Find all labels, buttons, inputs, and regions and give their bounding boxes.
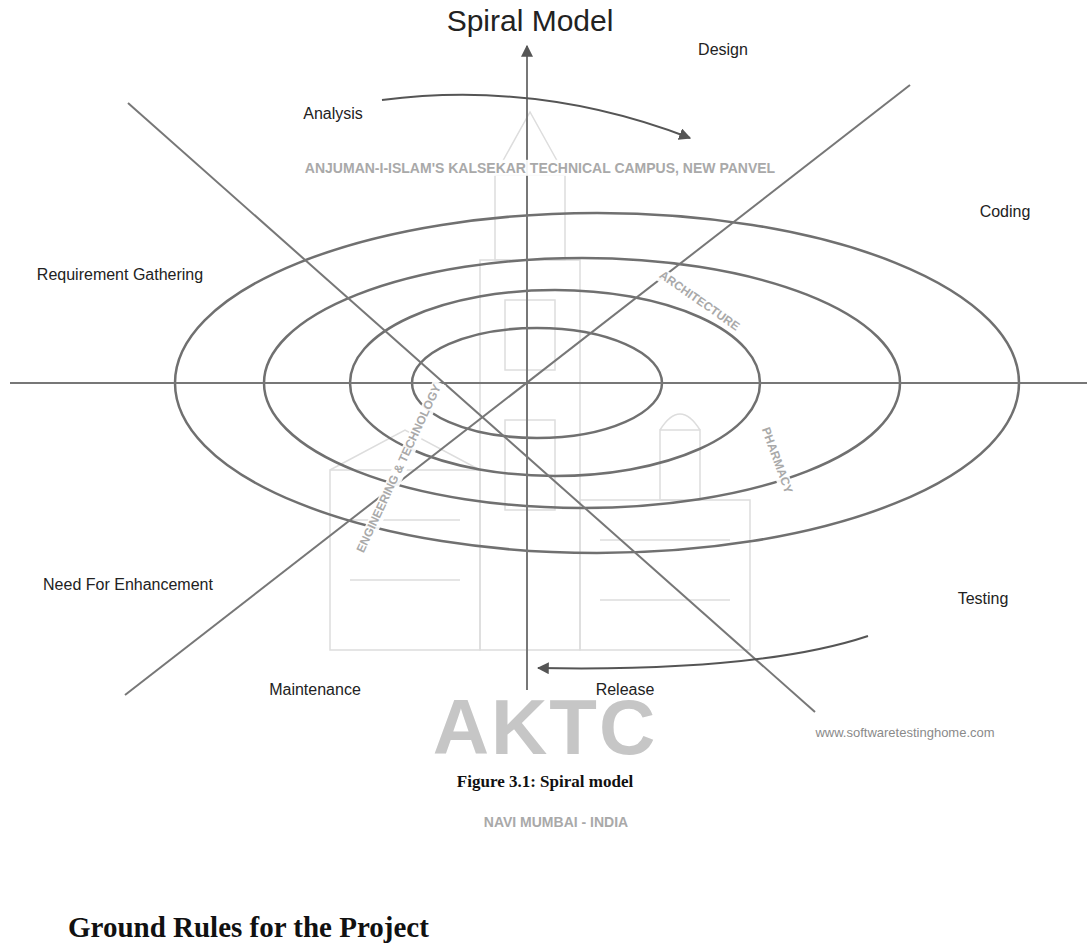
- source-url: www.softwaretestinghome.com: [815, 726, 994, 741]
- phase-label: Need For Enhancement: [43, 576, 213, 594]
- watermark-logo-wrap: AKTC: [433, 683, 658, 773]
- watermark-text-wrap: PHARMACY: [756, 421, 799, 498]
- diagonal-axis: [128, 103, 815, 712]
- source-url-wrap: www.softwaretestinghome.com: [815, 726, 994, 741]
- direction-arrow: [382, 95, 690, 138]
- horizontal-axis: [10, 382, 1087, 384]
- right-tower: [660, 430, 700, 500]
- phase-label: Testing: [958, 590, 1009, 608]
- watermark-text: PHARMACY: [757, 423, 796, 499]
- right-wing: [580, 500, 750, 650]
- diagram-title: Spiral Model: [447, 4, 614, 39]
- watermark-building: [330, 112, 750, 650]
- phase-label: Requirement Gathering: [37, 266, 203, 284]
- building-lines: [350, 520, 730, 600]
- phase-label-wrap: Need For Enhancement: [43, 576, 213, 594]
- right-dome: [660, 414, 700, 430]
- diagram-title-wrap: Spiral Model: [447, 4, 614, 39]
- direction-arrows: [382, 95, 868, 669]
- watermark-text: ENGINEERING & TECHNOLOGY: [353, 380, 446, 558]
- vertical-axis: [526, 46, 528, 690]
- phase-label: Maintenance: [269, 681, 361, 699]
- spiral-axes: [10, 46, 1087, 712]
- watermark-text-wrap: ARCHITECTURE: [653, 264, 746, 337]
- phase-label-wrap: Analysis: [303, 105, 363, 123]
- phase-label: Design: [698, 41, 748, 59]
- tower-body: [480, 260, 580, 650]
- direction-arrow: [538, 636, 868, 668]
- section-heading-wrap: Ground Rules for the Project: [68, 911, 429, 944]
- watermark-text: NAVI MUMBAI - INDIA: [481, 814, 631, 830]
- figure-caption-wrap: Figure 3.1: Spiral model: [457, 772, 633, 792]
- watermark-text-wrap: NAVI MUMBAI - INDIA: [481, 813, 631, 831]
- section-heading: Ground Rules for the Project: [68, 911, 429, 944]
- diagonal-axis: [125, 85, 910, 695]
- tower-window: [505, 420, 555, 510]
- phase-label: Coding: [980, 203, 1031, 221]
- phase-label-wrap: Coding: [980, 203, 1031, 221]
- phase-label-wrap: Requirement Gathering: [37, 266, 203, 284]
- watermark-text: ANJUMAN-I-ISLAM'S KALSEKAR TECHNICAL CAM…: [302, 160, 778, 176]
- watermark-logo: AKTC: [433, 683, 658, 773]
- watermark-text: ARCHITECTURE: [654, 267, 744, 336]
- phase-label-wrap: Design: [698, 41, 748, 59]
- figure-caption: Figure 3.1: Spiral model: [457, 772, 633, 792]
- phase-label-wrap: Testing: [958, 590, 1009, 608]
- phase-label: Analysis: [303, 105, 363, 123]
- tower-window: [505, 300, 555, 370]
- watermark-text-wrap: ENGINEERING & TECHNOLOGY: [350, 378, 447, 558]
- phase-label-wrap: Maintenance: [269, 681, 361, 699]
- watermark-text-wrap: ANJUMAN-I-ISLAM'S KALSEKAR TECHNICAL CAM…: [302, 159, 778, 177]
